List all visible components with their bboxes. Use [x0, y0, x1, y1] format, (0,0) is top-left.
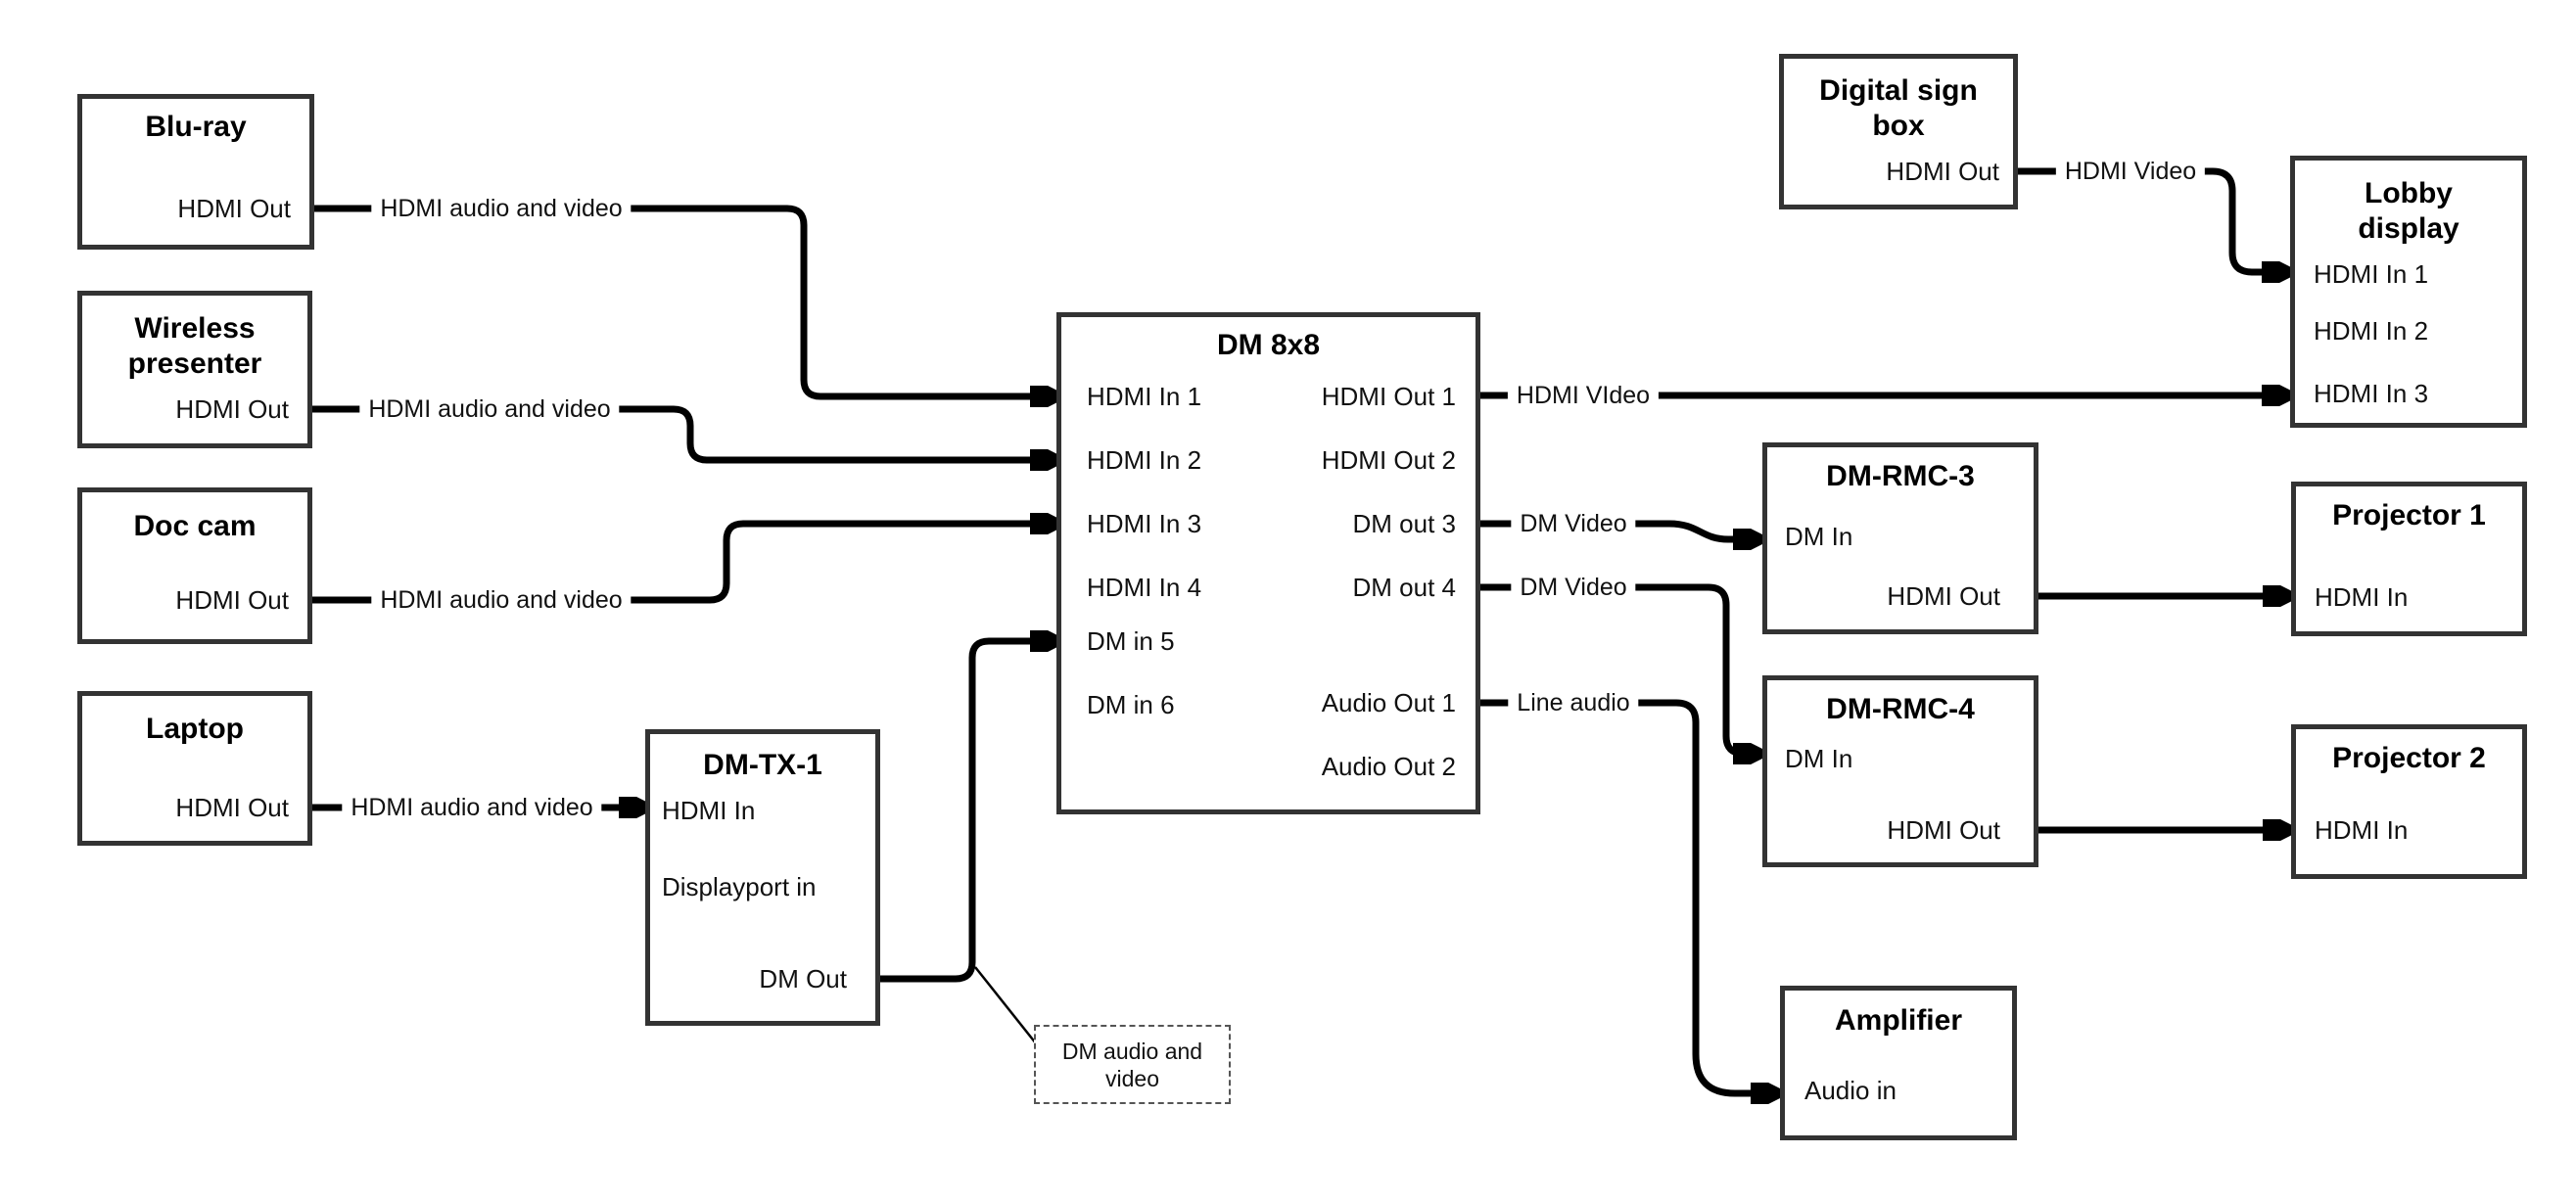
port-hdmi-out: HDMI Out	[1887, 815, 2000, 845]
wire-label-line-audio: Line audio	[1508, 688, 1639, 717]
port-hdmi-in: HDMI In	[662, 796, 756, 825]
node-projector-2: Projector 2 HDMI In	[2291, 724, 2527, 879]
port-hdmi-in-2: HDMI In 2	[2314, 316, 2429, 346]
port-hdmi-in-1: HDMI In 1	[2314, 259, 2429, 289]
node-digital-sign-box: Digital sign box HDMI Out	[1779, 54, 2018, 209]
wire-doccam-to-dm8x8-hdmi-in-3	[312, 524, 1053, 604]
port-hdmi-out: HDMI Out	[175, 585, 289, 615]
port-hdmi-out: HDMI Out	[175, 394, 289, 424]
node-title: Laptop	[146, 713, 244, 745]
wire-label-hdmi-video-sign: HDMI Video	[2055, 157, 2206, 186]
port-displayport-in: Displayport in	[662, 872, 817, 901]
port-hdmi-in-1: HDMI In 1	[1087, 382, 1202, 411]
wire-label-dm-video-2: DM Video	[1511, 573, 1636, 602]
port-hdmi-out: HDMI Out	[1887, 581, 2000, 611]
wire-dm8x8-to-amplifier-audio-in	[1480, 699, 1773, 1093]
node-title: Lobby display	[2358, 177, 2459, 245]
node-projector-1: Projector 1 HDMI In	[2291, 482, 2527, 636]
port-hdmi-in-4: HDMI In 4	[1087, 573, 1202, 602]
node-title: DM-TX-1	[703, 749, 822, 781]
wire-label-hdmi-audio-video-1: HDMI audio and video	[371, 194, 632, 223]
wire-wireless-to-dm8x8-hdmi-in-2	[312, 405, 1053, 460]
port-dm-in: DM In	[1785, 522, 1853, 551]
node-wireless-presenter: Wireless presenter HDMI Out	[77, 291, 312, 448]
node-dm-rmc-4: DM-RMC-4 DM In HDMI Out	[1762, 675, 2038, 867]
wire-label-hdmi-video-lobby: HDMI VIdeo	[1507, 381, 1660, 410]
wire-signbox-to-lobby-hdmi-in-1	[2018, 167, 2284, 272]
port-dm-out-4: DM out 4	[1352, 573, 1457, 602]
port-audio-in: Audio in	[1804, 1076, 1897, 1105]
node-title: DM-RMC-3	[1826, 460, 1975, 492]
wire-label-hdmi-audio-video-4: HDMI audio and video	[342, 793, 602, 822]
wire-dm8x8-to-rmc4-dm-in	[1480, 583, 1756, 754]
node-title: Projector 1	[2332, 499, 2486, 531]
wire-label-dm-video-1: DM Video	[1511, 509, 1636, 538]
node-dm-tx-1: DM-TX-1 HDMI In Displayport in DM Out	[645, 729, 880, 1026]
port-dm-in: DM In	[1785, 744, 1853, 773]
node-title: Digital sign box	[1819, 74, 1978, 142]
wire-label-hdmi-audio-video-2: HDMI audio and video	[359, 394, 620, 424]
node-doc-cam: Doc cam HDMI Out	[77, 487, 312, 644]
callout-text: DM audio and video	[1061, 1038, 1203, 1091]
node-title: Wireless presenter	[127, 312, 262, 380]
node-bluray: Blu-ray HDMI Out	[77, 94, 314, 250]
port-hdmi-in-3: HDMI In 3	[1087, 509, 1202, 538]
port-dm-out-3: DM out 3	[1352, 509, 1457, 538]
node-laptop: Laptop HDMI Out	[77, 691, 312, 846]
port-hdmi-out: HDMI Out	[1886, 157, 1999, 186]
callout-leader-line	[974, 966, 1037, 1044]
port-dm-in-6: DM in 6	[1087, 690, 1175, 719]
node-title: DM-RMC-4	[1826, 693, 1975, 725]
port-dm-in-5: DM in 5	[1087, 626, 1175, 656]
wire-bluray-to-dm8x8-hdmi-in-1	[314, 205, 1053, 396]
wire-dmtx1-to-dm8x8-dm-in-5	[880, 641, 1053, 983]
port-audio-out-1: Audio Out 1	[1321, 688, 1456, 717]
callout-dm-audio-and-video: DM audio and video	[1034, 1025, 1231, 1104]
node-title: Blu-ray	[145, 111, 247, 143]
node-amplifier: Amplifier Audio in	[1780, 986, 2017, 1140]
port-hdmi-in-2: HDMI In 2	[1087, 445, 1202, 475]
node-title: Doc cam	[133, 510, 257, 542]
wire-dm8x8-to-rmc3-dm-in	[1480, 520, 1756, 539]
port-hdmi-in: HDMI In	[2315, 582, 2409, 612]
port-hdmi-in: HDMI In	[2315, 815, 2409, 845]
node-lobby-display: Lobby display HDMI In 1 HDMI In 2 HDMI I…	[2290, 156, 2527, 428]
port-audio-out-2: Audio Out 2	[1321, 752, 1456, 781]
port-dm-out: DM Out	[759, 964, 847, 993]
node-title: Amplifier	[1834, 1004, 1963, 1037]
wire-label-hdmi-audio-video-3: HDMI audio and video	[371, 585, 632, 615]
node-dm-rmc-3: DM-RMC-3 DM In HDMI Out	[1762, 442, 2038, 634]
port-hdmi-out: HDMI Out	[177, 194, 291, 223]
port-hdmi-out-1: HDMI Out 1	[1321, 382, 1456, 411]
port-hdmi-in-3: HDMI In 3	[2314, 379, 2429, 408]
node-title: Projector 2	[2332, 742, 2486, 774]
port-hdmi-out: HDMI Out	[175, 793, 289, 822]
node-dm-8x8: DM 8x8 HDMI In 1 HDMI In 2 HDMI In 3 HDM…	[1056, 312, 1480, 814]
node-title: DM 8x8	[1216, 329, 1321, 361]
port-hdmi-out-2: HDMI Out 2	[1321, 445, 1456, 475]
